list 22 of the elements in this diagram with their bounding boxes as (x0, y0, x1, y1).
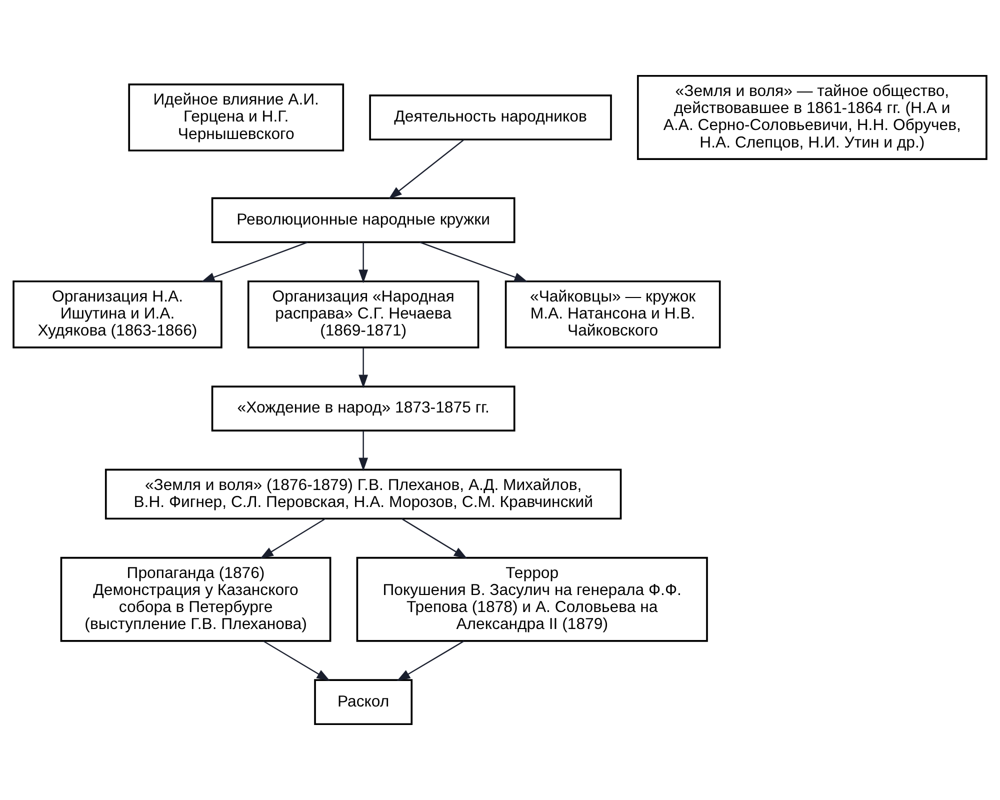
node-box: «Земля и воля» — тайное общество, действовавшее в 1861-1864 гг. (Н.А и А.А. Серно-Соловьевичи, Н.Н. Обручев, Н.А. Слепцов, Н.И. Утин и др.) (636, 74, 988, 160)
node-box: Деятельность народников (369, 94, 612, 140)
arrow (388, 139, 464, 200)
node-box: Организация «Народная расправа» С.Г. Нечаева (1869-1871) (247, 280, 480, 348)
arrow (358, 242, 368, 284)
arrow (396, 640, 464, 681)
node-box: «Чайковцы» — кружок М.А. Натансона и Н.В. Чайковского (504, 280, 721, 348)
node-box: Идейное влияние А.И. Герцена и Н.Г. Чернышевского (128, 84, 344, 152)
arrow (401, 518, 468, 559)
node-box: Раскол (314, 679, 413, 726)
arrow (358, 348, 368, 388)
node-box: Организация Н.А. Ишутина и И.А. Худякова (1863-1866) (12, 280, 222, 348)
node-box: Террор Покушения В. Засулич на генерала Ф.Ф. Трепова (1878) и А. Соловьева на Александра II (1879) (356, 556, 708, 642)
node-box: «Хождение в народ» 1873-1875 гг. (211, 386, 516, 432)
node-box: «Земля и воля» (1876-1879) Г.В. Плеханов, А.Д. Михайлов, В.Н. Фигнер, С.Л. Перовская, Н.А. Морозов, С.М. Кравчинский (104, 468, 622, 520)
arrow (263, 640, 330, 681)
arrow (260, 518, 326, 559)
arrow (358, 430, 368, 472)
node-box: Пропаганда (1876) Демонстрация у Казанского собора в Петербурге (выступление Г.В. Плеханова) (60, 556, 332, 642)
arrow (420, 242, 528, 282)
arrow (201, 242, 308, 282)
node-box: Революционные народные кружки (211, 197, 516, 244)
